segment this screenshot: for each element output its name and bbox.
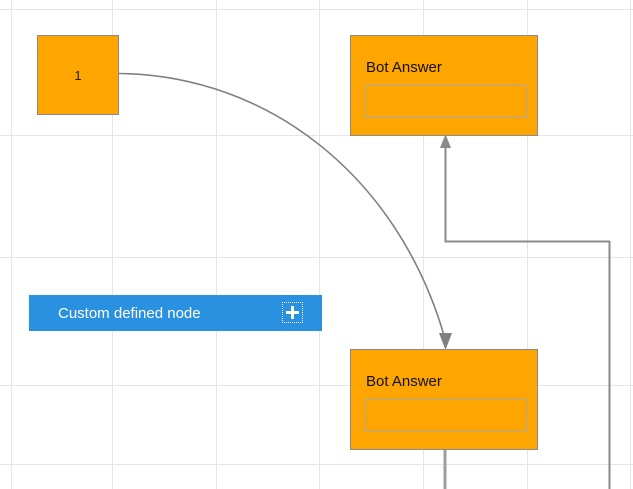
edge-curve[interactable] xyxy=(118,72,446,338)
custom-defined-node-label: Custom defined node xyxy=(58,304,201,322)
edge-loop-up-arrowhead xyxy=(440,134,451,148)
custom-defined-node-button[interactable]: Custom defined node xyxy=(29,295,322,331)
node-bot-answer-top-title: Bot Answer xyxy=(366,59,442,76)
node-1[interactable]: 1 xyxy=(37,35,119,115)
node-bot-answer-bottom[interactable]: Bot Answer xyxy=(350,349,538,450)
edge-loop-up[interactable] xyxy=(444,147,611,243)
plus-icon[interactable] xyxy=(282,302,303,323)
node-bot-answer-bottom-slot[interactable] xyxy=(365,399,527,432)
node-1-label: 1 xyxy=(74,67,82,83)
node-bot-answer-top[interactable]: Bot Answer xyxy=(350,35,538,136)
plus-icon-vertical xyxy=(291,306,294,319)
node-bot-answer-top-slot[interactable] xyxy=(365,85,527,118)
node-bot-answer-bottom-title: Bot Answer xyxy=(366,373,442,390)
edge-curve-arrowhead xyxy=(439,333,452,350)
